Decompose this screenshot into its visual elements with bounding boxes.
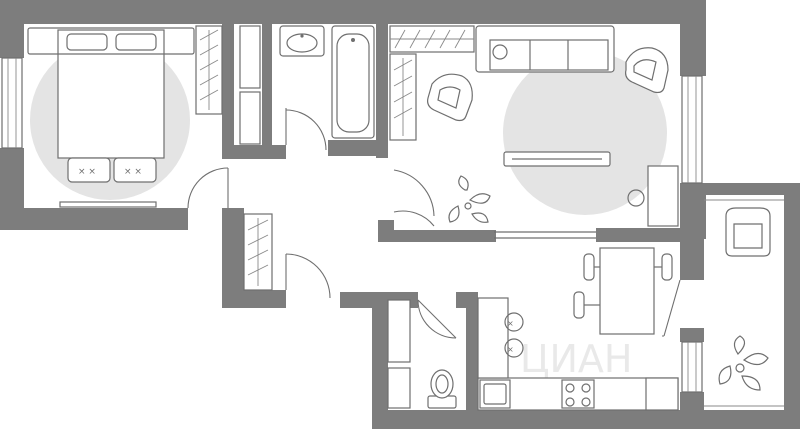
balcony-furniture bbox=[718, 207, 771, 391]
armchair-left bbox=[427, 73, 473, 122]
plant-living bbox=[448, 175, 491, 223]
bench-right bbox=[113, 157, 157, 183]
bathroom-fixtures bbox=[279, 25, 375, 139]
stool-1 bbox=[504, 312, 524, 332]
living-furniture bbox=[389, 25, 679, 227]
toilet-cabinet bbox=[387, 367, 411, 409]
chair-left-1 bbox=[583, 253, 595, 281]
double-bed bbox=[57, 29, 165, 159]
dining-table bbox=[599, 247, 655, 335]
fridge bbox=[645, 377, 679, 411]
side-table bbox=[492, 44, 508, 60]
svg-text:×: × bbox=[507, 319, 514, 328]
toilet-fixtures bbox=[387, 299, 457, 409]
toilet-bowl bbox=[430, 369, 454, 399]
sofa bbox=[475, 25, 615, 73]
balcony-armchair bbox=[725, 207, 771, 257]
chair-right bbox=[661, 253, 673, 281]
desk-chair bbox=[627, 189, 645, 207]
watermark: ЦИАН bbox=[520, 337, 633, 381]
doors bbox=[187, 108, 681, 339]
stool-2 bbox=[504, 338, 524, 358]
rug-edge bbox=[59, 201, 157, 208]
bench-left bbox=[67, 157, 111, 183]
svg-text:× ×: × × bbox=[78, 167, 96, 177]
toilet-shelf bbox=[387, 299, 411, 363]
pillow-left bbox=[66, 33, 108, 51]
svg-text:× ×: × × bbox=[124, 167, 142, 177]
bathtub bbox=[331, 25, 375, 139]
plant-balcony bbox=[718, 335, 769, 391]
windows bbox=[1, 57, 784, 407]
armchair-right bbox=[625, 47, 669, 94]
pillow-right bbox=[115, 33, 157, 51]
kitchen-furniture: × × bbox=[477, 247, 679, 411]
living-zone-circle bbox=[503, 51, 667, 215]
chair-left-2 bbox=[573, 291, 585, 319]
desk bbox=[647, 165, 679, 227]
bedroom-furniture: × × × × bbox=[27, 25, 223, 208]
hall-closet bbox=[239, 25, 273, 291]
kitchen-tall-cabinet bbox=[477, 297, 509, 379]
svg-text:×: × bbox=[507, 345, 514, 354]
